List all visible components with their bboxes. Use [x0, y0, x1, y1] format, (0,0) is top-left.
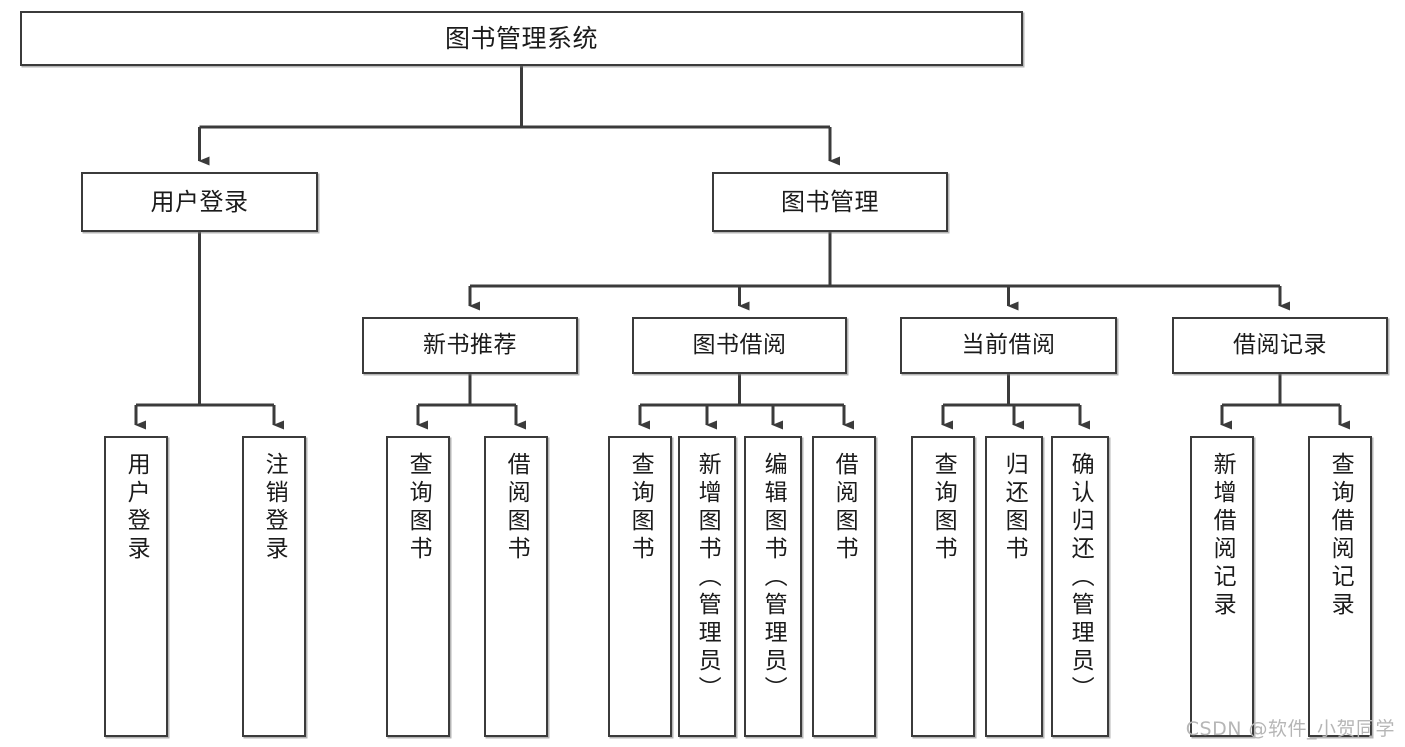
node-l-rec-2[interactable]: 查询借阅记录	[1308, 436, 1372, 737]
node-l-bor-2[interactable]: 新增图书（管理员）	[678, 436, 736, 737]
node-l-bor-1[interactable]: 查询图书	[608, 436, 672, 737]
node-label: 新增图书（管理员）	[694, 452, 721, 704]
node-label: 查询图书	[930, 452, 957, 564]
node-n-newbook[interactable]: 新书推荐	[362, 317, 578, 374]
node-label: 图书借阅	[692, 332, 787, 359]
node-label: 图书管理	[781, 188, 879, 216]
node-l-cur-2[interactable]: 归还图书	[985, 436, 1043, 737]
node-label: 编辑图书（管理员）	[760, 452, 787, 704]
node-l-bor-3[interactable]: 编辑图书（管理员）	[744, 436, 802, 737]
node-label: 当前借阅	[961, 332, 1056, 359]
node-label: 图书管理系统	[444, 23, 598, 53]
node-label: 借阅记录	[1233, 332, 1327, 359]
node-label: 用户登录	[123, 452, 150, 564]
node-n-bookmgmt[interactable]: 图书管理	[712, 172, 948, 232]
node-l-new-1[interactable]: 查询图书	[386, 436, 450, 737]
node-label: 用户登录	[150, 188, 249, 216]
node-n-login[interactable]: 用户登录	[81, 172, 318, 232]
node-l-cur-3[interactable]: 确认归还（管理员）	[1051, 436, 1109, 737]
node-label: 借阅图书	[503, 452, 530, 564]
node-l-rec-1[interactable]: 新增借阅记录	[1190, 436, 1254, 737]
node-n-record[interactable]: 借阅记录	[1172, 317, 1388, 374]
node-label: 查询借阅记录	[1327, 452, 1354, 620]
node-label: 新增借阅记录	[1209, 452, 1236, 620]
node-label: 新书推荐	[423, 332, 517, 359]
node-l-login-2[interactable]: 注销登录	[242, 436, 306, 737]
node-label: 确认归还（管理员）	[1067, 452, 1094, 704]
node-l-bor-4[interactable]: 借阅图书	[812, 436, 876, 737]
node-label: 借阅图书	[831, 452, 858, 564]
node-l-login-1[interactable]: 用户登录	[104, 436, 168, 737]
watermark-text: CSDN @软件_小贺同学	[1185, 718, 1395, 740]
node-label: 归还图书	[1001, 452, 1028, 564]
node-label: 查询图书	[405, 452, 432, 564]
node-n-current[interactable]: 当前借阅	[900, 317, 1117, 374]
node-label: 注销登录	[261, 452, 288, 564]
node-label: 查询图书	[627, 452, 654, 564]
node-l-cur-1[interactable]: 查询图书	[911, 436, 975, 737]
node-l-new-2[interactable]: 借阅图书	[484, 436, 548, 737]
node-n-borrow[interactable]: 图书借阅	[632, 317, 847, 374]
node-root[interactable]: 图书管理系统	[20, 11, 1023, 66]
